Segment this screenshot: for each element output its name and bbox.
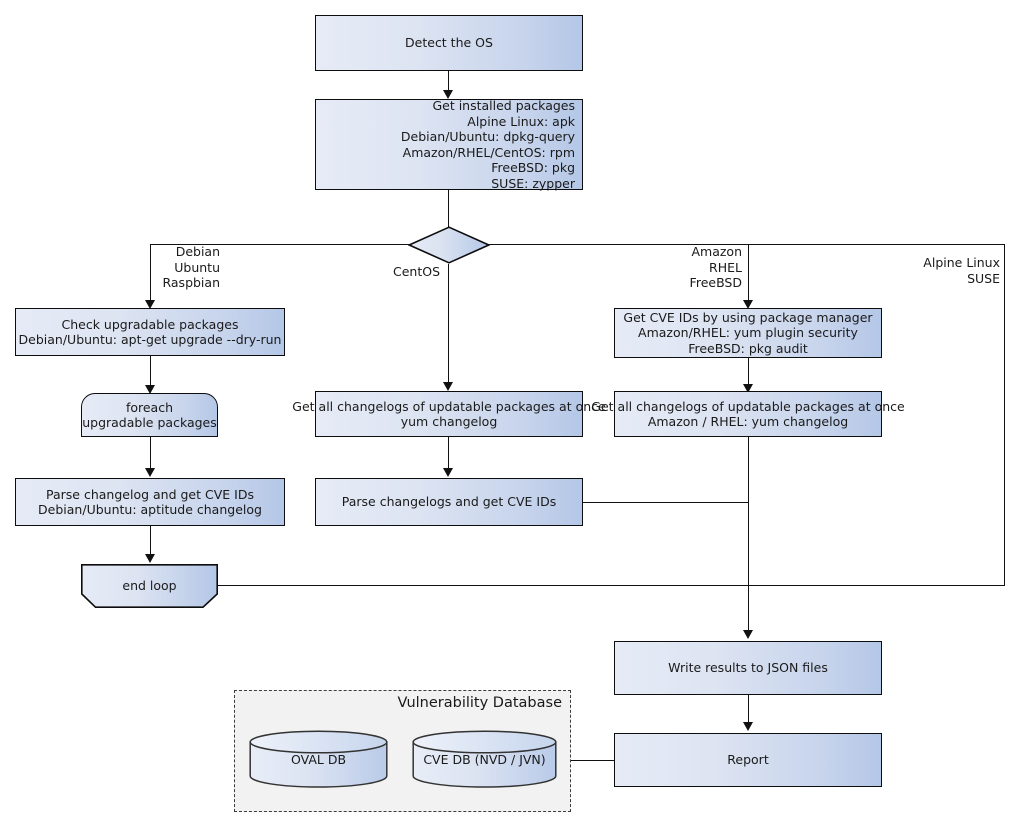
arrowhead-get-cve-pkgmgr xyxy=(743,300,753,309)
line-1: Amazon / RHEL: yum changelog xyxy=(647,414,849,429)
node-detect-os[interactable]: Detect the OS xyxy=(315,15,583,71)
line-5: SUSE: zypper xyxy=(491,175,575,191)
line-1: Debian/Ubuntu: apt-get upgrade --dry-run xyxy=(18,332,282,347)
arrowhead-installed xyxy=(443,90,453,99)
line-4: FreeBSD: pkg xyxy=(491,160,575,175)
node-get-changelogs-rhel[interactable]: Get all changelogs of updatable packages… xyxy=(591,391,905,437)
line-0: Get CVE IDs by using package manager xyxy=(623,309,873,325)
node-parse-changelogs-centos-label: Parse changelogs and get CVE IDs xyxy=(341,494,557,510)
connector-rhel-spine-down xyxy=(748,437,749,635)
node-foreach-loop-start[interactable]: foreach upgradable packages xyxy=(81,393,218,437)
connector-alpine-bypass xyxy=(1004,244,1005,586)
node-check-upgradable-label: Check upgradable packages Debian/Ubuntu:… xyxy=(17,317,284,348)
node-parse-changelog-debian[interactable]: Parse changelog and get CVE IDs Debian/U… xyxy=(15,478,285,526)
branch-debian-1: Ubuntu xyxy=(174,259,220,275)
node-get-installed-packages[interactable]: Get installed packages Alpine Linux: apk… xyxy=(315,98,583,191)
branch-label-debian: Debian Ubuntu Raspbian xyxy=(116,244,220,291)
line-1: Alpine Linux: apk xyxy=(467,113,575,129)
connector-debian-down xyxy=(150,244,151,306)
database-cve-label: CVE DB (NVD / JVN) xyxy=(423,751,546,767)
line-2: Debian/Ubuntu: dpkg-query xyxy=(400,129,575,144)
arrowhead-changelogs-rhel xyxy=(743,384,753,393)
arrowhead-changelogs-centos xyxy=(443,382,453,391)
vulnerability-database-title: Vulnerability Database xyxy=(397,695,562,711)
connector-parse-centos-to-spine xyxy=(583,502,749,503)
line-0: foreach xyxy=(125,399,174,415)
branch-amazon-1: RHEL xyxy=(709,259,742,275)
connector-foreach-to-parse xyxy=(150,437,151,473)
line-1: upgradable packages xyxy=(82,415,217,430)
arrowhead-end-loop xyxy=(145,554,155,563)
node-report-label: Report xyxy=(727,752,769,768)
database-cve[interactable]: CVE DB (NVD / JVN) xyxy=(412,730,557,788)
branch-amazon-0: Amazon xyxy=(691,244,742,259)
connector-centos-down xyxy=(448,264,449,388)
connector-centos-to-parse xyxy=(448,437,449,473)
arrowhead-write-json xyxy=(743,630,753,639)
node-report[interactable]: Report xyxy=(614,733,882,787)
branch-debian-2: Raspbian xyxy=(162,275,220,290)
arrowhead-parse-changelogs-centos xyxy=(443,468,453,477)
line-0: Get installed packages xyxy=(432,98,575,113)
line-2: FreeBSD: pkg audit xyxy=(688,340,808,356)
node-get-changelogs-rhel-label: Get all changelogs of updatable packages… xyxy=(589,399,906,430)
arrowhead-foreach xyxy=(145,385,155,394)
arrowhead-check-upgradable xyxy=(145,300,155,309)
line-0: Check upgradable packages xyxy=(61,316,239,332)
node-end-loop[interactable]: end loop xyxy=(81,564,218,608)
connector-endloop-to-alpine xyxy=(218,585,1005,586)
branch-alpine-0: Alpine Linux xyxy=(923,255,1000,270)
line-0: Parse changelog and get CVE IDs xyxy=(46,486,254,502)
node-end-loop-label: end loop xyxy=(122,578,177,594)
node-foreach-label: foreach upgradable packages xyxy=(82,400,217,431)
connector-detect-to-installed xyxy=(448,71,449,92)
node-get-changelogs-centos[interactable]: Get all changelogs of updatable packages… xyxy=(292,391,606,437)
connector-cve-to-changelogs-rhel xyxy=(748,358,749,391)
arrowhead-parse-changelog xyxy=(145,468,155,477)
database-oval-label: OVAL DB xyxy=(290,751,347,767)
line-1: Amazon/RHEL: yum plugin security xyxy=(638,325,858,341)
arrowhead-report xyxy=(743,722,753,731)
node-os-decision[interactable] xyxy=(408,226,490,264)
node-check-upgradable[interactable]: Check upgradable packages Debian/Ubuntu:… xyxy=(15,308,285,356)
branch-amazon-2: FreeBSD xyxy=(689,275,742,290)
node-write-results-json[interactable]: Write results to JSON files xyxy=(614,641,882,695)
connector-bus-left xyxy=(150,244,410,245)
line-1: Debian/Ubuntu: aptitude changelog xyxy=(38,502,262,517)
node-write-results-json-label: Write results to JSON files xyxy=(668,660,828,676)
node-get-installed-packages-label: Get installed packages Alpine Linux: apk… xyxy=(399,98,582,191)
connector-installed-to-decision xyxy=(448,190,449,228)
connector-bus-right xyxy=(488,244,1005,245)
line-3: Amazon/RHEL/CentOS: rpm xyxy=(402,144,575,160)
branch-alpine-1: SUSE xyxy=(967,270,1000,286)
connector-upgradable-to-foreach xyxy=(150,356,151,391)
line-1: yum changelog xyxy=(400,414,498,429)
branch-centos-0: CentOS xyxy=(392,264,440,279)
node-get-cve-package-manager[interactable]: Get CVE IDs by using package manager Ama… xyxy=(614,308,882,358)
connector-parse-to-endloop xyxy=(150,526,151,560)
node-detect-os-label: Detect the OS xyxy=(405,35,493,51)
node-parse-changelog-debian-label: Parse changelog and get CVE IDs Debian/U… xyxy=(36,487,264,518)
database-oval[interactable]: OVAL DB xyxy=(249,730,388,788)
line-0: Get all changelogs of updatable packages… xyxy=(591,398,905,414)
branch-label-centos: CentOS xyxy=(330,264,440,280)
connector-json-to-report xyxy=(748,695,749,728)
branch-label-amazon: Amazon RHEL FreeBSD xyxy=(630,244,742,291)
node-parse-changelogs-centos[interactable]: Parse changelogs and get CVE IDs xyxy=(315,478,583,526)
connector-db-to-report xyxy=(570,760,615,761)
branch-label-alpine: Alpine Linux SUSE xyxy=(870,255,1000,286)
branch-debian-0: Debian xyxy=(175,244,220,259)
connector-amazon-down xyxy=(748,244,749,306)
line-0: Get all changelogs of updatable packages… xyxy=(292,398,606,414)
node-get-cve-package-manager-label: Get CVE IDs by using package manager Ama… xyxy=(621,310,874,357)
node-get-changelogs-centos-label: Get all changelogs of updatable packages… xyxy=(290,399,607,430)
